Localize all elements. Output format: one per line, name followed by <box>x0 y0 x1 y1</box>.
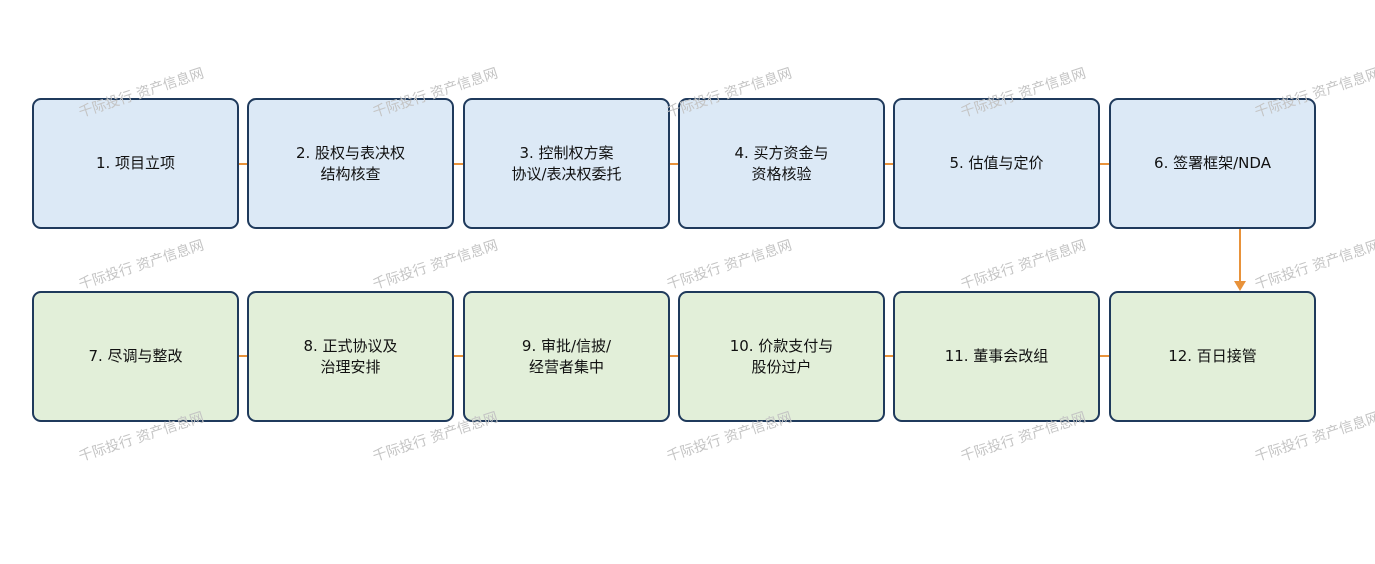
connector-1-2 <box>239 163 247 165</box>
connector-8-9 <box>454 355 463 357</box>
step-5-box: 5. 估值与定价 <box>893 98 1100 229</box>
step-2-box: 2. 股权与表决权 结构核查 <box>247 98 454 229</box>
step-7-box: 7. 尽调与整改 <box>32 291 239 422</box>
step-4-box: 4. 买方资金与 资格核验 <box>678 98 885 229</box>
connector-2-3 <box>454 163 463 165</box>
connector-5-6 <box>1100 163 1109 165</box>
step-6-box: 6. 签署框架/NDA <box>1109 98 1316 229</box>
connector-10-11 <box>885 355 893 357</box>
watermark: 千际投行 资产信息网 <box>958 237 1088 294</box>
watermark: 千际投行 资产信息网 <box>1252 237 1375 294</box>
step-10-box: 10. 价款支付与 股份过户 <box>678 291 885 422</box>
connector-7-8 <box>239 355 247 357</box>
step-12-box: 12. 百日接管 <box>1109 291 1316 422</box>
connector-11-12 <box>1100 355 1109 357</box>
watermark: 千际投行 资产信息网 <box>76 237 206 294</box>
watermark: 千际投行 资产信息网 <box>664 237 794 294</box>
step-1-box: 1. 项目立项 <box>32 98 239 229</box>
arrowhead-down-icon <box>1234 281 1246 291</box>
step-8-box: 8. 正式协议及 治理安排 <box>247 291 454 422</box>
connector-6-12 <box>1239 229 1241 282</box>
step-11-box: 11. 董事会改组 <box>893 291 1100 422</box>
step-9-box: 9. 审批/信披/ 经营者集中 <box>463 291 670 422</box>
connector-3-4 <box>670 163 678 165</box>
connector-9-10 <box>670 355 678 357</box>
connector-4-5 <box>885 163 893 165</box>
step-3-box: 3. 控制权方案 协议/表决权委托 <box>463 98 670 229</box>
watermark: 千际投行 资产信息网 <box>370 237 500 294</box>
